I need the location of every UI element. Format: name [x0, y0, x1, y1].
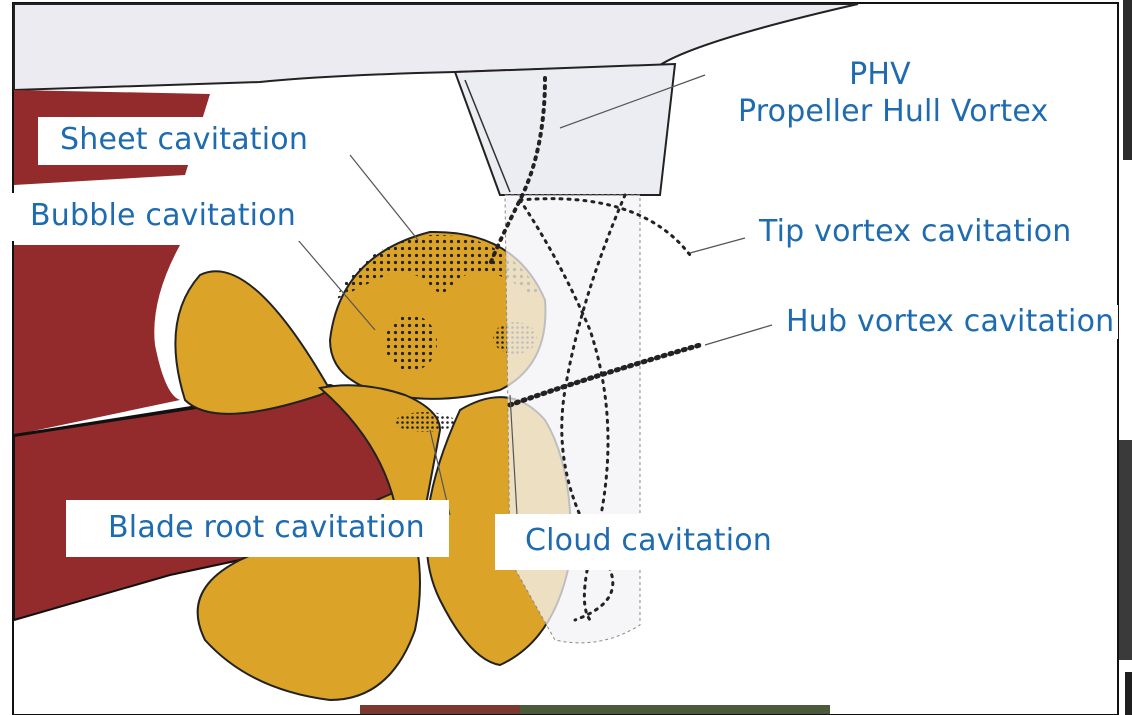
cloud-cavitation-label: Cloud cavitation: [495, 514, 790, 570]
stern-post: [14, 245, 180, 435]
rudder-horn: [455, 64, 675, 195]
phv-label: PHV: [840, 60, 920, 90]
phv-subtitle-label: Propeller Hull Vortex: [738, 97, 1048, 127]
sheet-cavitation-label: Sheet cavitation: [38, 117, 328, 165]
slipstream-tube: [505, 195, 640, 643]
ship-hull: [14, 4, 858, 90]
bubble-cavitation-label: Bubble cavitation: [8, 193, 316, 241]
hub-vortex-cavitation-label: Hub vortex cavitation: [782, 305, 1118, 339]
blade-root-cavitation-label: Blade root cavitation: [66, 500, 449, 557]
tip-vortex-cavitation-label: Tip vortex cavitation: [755, 215, 1076, 249]
